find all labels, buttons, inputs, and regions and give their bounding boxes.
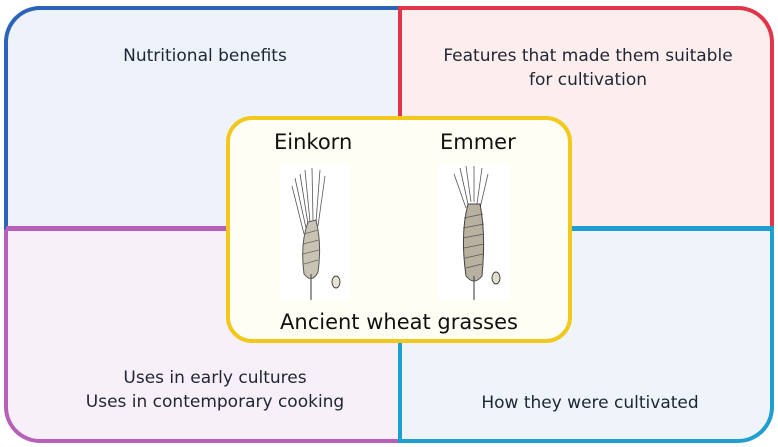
center-ancient-wheat-box: Einkorn Emmer	[226, 116, 572, 343]
divider-right-horizontal	[566, 226, 774, 231]
center-title: Ancient wheat grasses	[230, 310, 568, 334]
einkorn-label: Einkorn	[274, 130, 352, 154]
emmer-label: Emmer	[440, 130, 516, 154]
label-uses-line1: Uses in early cultures	[40, 366, 390, 390]
label-cultivation-features-line2: for cultivation	[410, 68, 766, 92]
label-uses-line2: Uses in contemporary cooking	[40, 390, 390, 414]
divider-left-horizontal	[6, 226, 232, 231]
einkorn-wheat-illustration	[280, 164, 350, 300]
label-cultivation-features: Features that made them suitable for cul…	[410, 44, 766, 92]
emmer-wheat-illustration	[438, 164, 510, 300]
label-cultivation-features-line1: Features that made them suitable	[410, 44, 766, 68]
label-nutritional-benefits: Nutritional benefits	[60, 44, 350, 68]
label-how-cultivated: How they were cultivated	[420, 391, 760, 415]
label-uses: Uses in early cultures Uses in contempor…	[40, 366, 390, 414]
